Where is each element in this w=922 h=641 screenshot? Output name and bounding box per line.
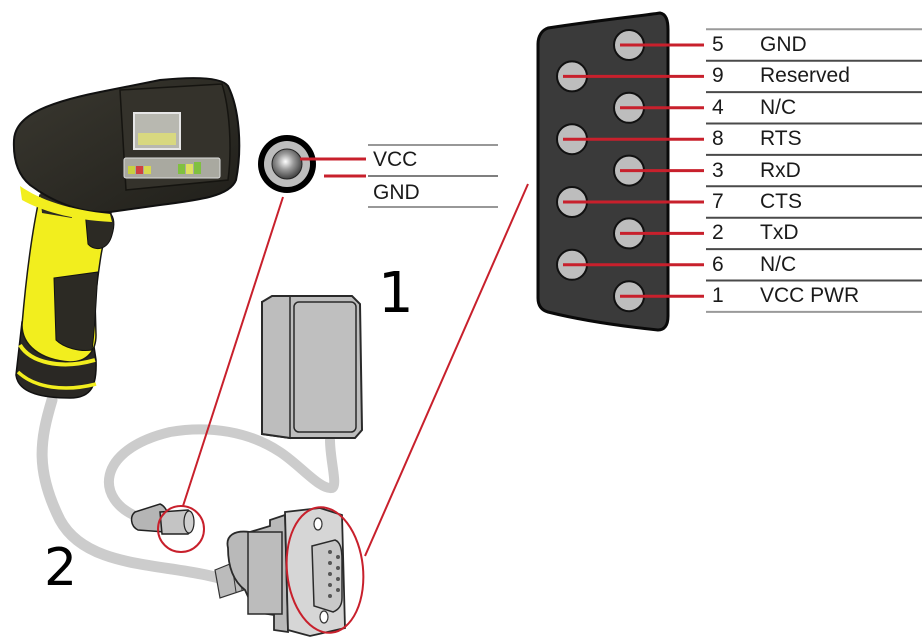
pin-signal: RTS (760, 127, 802, 151)
pin-signal: RxD (760, 158, 801, 182)
barrel-plug (130, 503, 195, 535)
pin-number: 8 (712, 127, 724, 151)
callout-barrel-plug (157, 196, 284, 553)
db9-connector (214, 507, 346, 637)
callout-number-1: 1 (378, 261, 414, 326)
pin-number: 9 (712, 64, 724, 88)
pin-number: 1 (712, 284, 724, 308)
pin-signal: TxD (760, 221, 799, 245)
pin-signal: N/C (760, 95, 797, 119)
pin-signal: VCC PWR (760, 284, 860, 308)
pin-number: 4 (712, 95, 724, 119)
pin-number: 6 (712, 252, 724, 276)
pin-number: 5 (712, 33, 724, 56)
barcode-scanner (12, 77, 241, 399)
power-jack-symbol (258, 135, 498, 208)
pin-number: 2 (712, 221, 724, 245)
power-adapter-cable (103, 424, 340, 522)
pin-signal: CTS (760, 190, 802, 213)
power-jack-label-gnd: GND (373, 181, 420, 204)
callout-number-2: 2 (44, 538, 78, 598)
callout-db9 (285, 183, 529, 634)
pin-number: 7 (712, 190, 724, 213)
pin-number: 3 (712, 158, 724, 182)
db9-pins (556, 29, 704, 313)
pin-signal: N/C (760, 252, 797, 276)
power-adapter (261, 295, 364, 440)
pin-signal: GND (760, 33, 807, 56)
db9-table-rules (706, 28, 922, 313)
pin-signal: Reserved (760, 64, 850, 88)
power-jack-label-vcc: VCC (373, 148, 418, 171)
scanner-cable (36, 394, 246, 591)
